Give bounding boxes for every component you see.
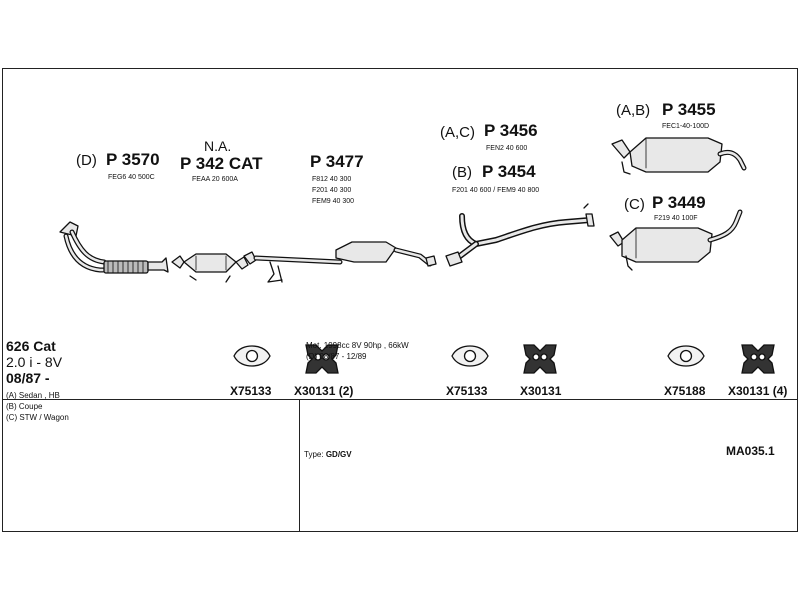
- oem-code: F812 40 300: [312, 176, 352, 183]
- body-type-item: (B) Coupe: [6, 402, 43, 411]
- oem-code: FEG6 40 500C: [108, 174, 155, 181]
- oem-code: F219 40 100F: [654, 215, 698, 222]
- catalog-code: MA035.1: [726, 444, 775, 458]
- fitting-label: X75133: [446, 384, 488, 398]
- rear-silencer-wagon-drawing: [609, 209, 743, 271]
- rear-silencer-drawing: [611, 137, 747, 175]
- fitting-label: X75188: [664, 384, 706, 398]
- oem-code: FEM9 40 300: [312, 198, 355, 205]
- vehicle-info: 626 Cat 2.0 i - 8V 08/87 - (A) Sedan , H…: [6, 338, 69, 423]
- fitting-label: X30131 (2): [294, 384, 354, 398]
- catalytic-converter-drawing: [171, 253, 249, 283]
- oem-code: FEAA 20 600A: [192, 176, 238, 183]
- rubber-hanger-icon: [741, 344, 775, 374]
- part-number: P 3570: [106, 150, 160, 169]
- part-number: P 3456: [484, 121, 538, 140]
- oem-code: F201 40 300: [312, 187, 352, 194]
- engine-info: Mot. 1998cc 8V 90hp , 66kW (D) 08/87 - 1…: [306, 340, 409, 362]
- diagram-frame: [2, 68, 798, 532]
- production-years: 08/87 -: [6, 370, 50, 386]
- variant-label: (A,C): [440, 124, 475, 141]
- gasket-icon: [233, 345, 271, 367]
- type-value: GD/GV: [325, 450, 352, 459]
- gasket-icon: [667, 345, 705, 367]
- front-pipe-drawing: [59, 221, 169, 274]
- middle-pipe-drawing: [243, 241, 437, 283]
- oem-code: FEN2 40 600: [486, 145, 528, 152]
- oem-code: FEC1-40-100D: [662, 123, 710, 130]
- part-number: P 3477: [310, 152, 364, 171]
- body-type-item: (A) Sedan , HB: [6, 391, 60, 400]
- type-line: Type: GD/GV: [304, 450, 352, 459]
- variant-label: (B): [452, 164, 472, 181]
- rubber-hanger-icon: [523, 344, 557, 374]
- rubber-hanger-icon: [305, 344, 339, 374]
- body-type-item: (C) STW / Wagon: [6, 413, 69, 422]
- engine-spec: 2.0 i - 8V: [6, 354, 63, 370]
- gasket-icon: [451, 345, 489, 367]
- variant-label: N.A.: [204, 138, 232, 154]
- fitting-label: X30131: [520, 384, 562, 398]
- fitting-label: X30131 (4): [728, 384, 788, 398]
- divider-horizontal: [3, 399, 797, 400]
- oem-code: F201 40 600 / FEM9 40 800: [452, 187, 540, 194]
- rear-pipe-drawing: [445, 203, 595, 267]
- variant-label: (D): [76, 152, 97, 169]
- engine-period: (D) 08/87 - 12/89: [306, 352, 367, 361]
- fitting-label: X75133: [230, 384, 272, 398]
- variant-label: (A,B): [616, 102, 651, 119]
- variant-label: (C): [624, 196, 645, 213]
- body-type-list: (A) Sedan , HB (B) Coupe (C) STW / Wagon: [6, 390, 69, 423]
- part-number: P 3455: [662, 100, 716, 119]
- divider-vertical: [299, 400, 300, 531]
- motor-spec: Mot. 1998cc 8V 90hp , 66kW: [306, 341, 409, 350]
- part-number: P 342 CAT: [180, 154, 263, 173]
- part-number: P 3454: [482, 162, 536, 181]
- type-label: Type:: [304, 450, 324, 459]
- part-number: P 3449: [652, 193, 706, 212]
- model-name: 626 Cat: [6, 338, 56, 354]
